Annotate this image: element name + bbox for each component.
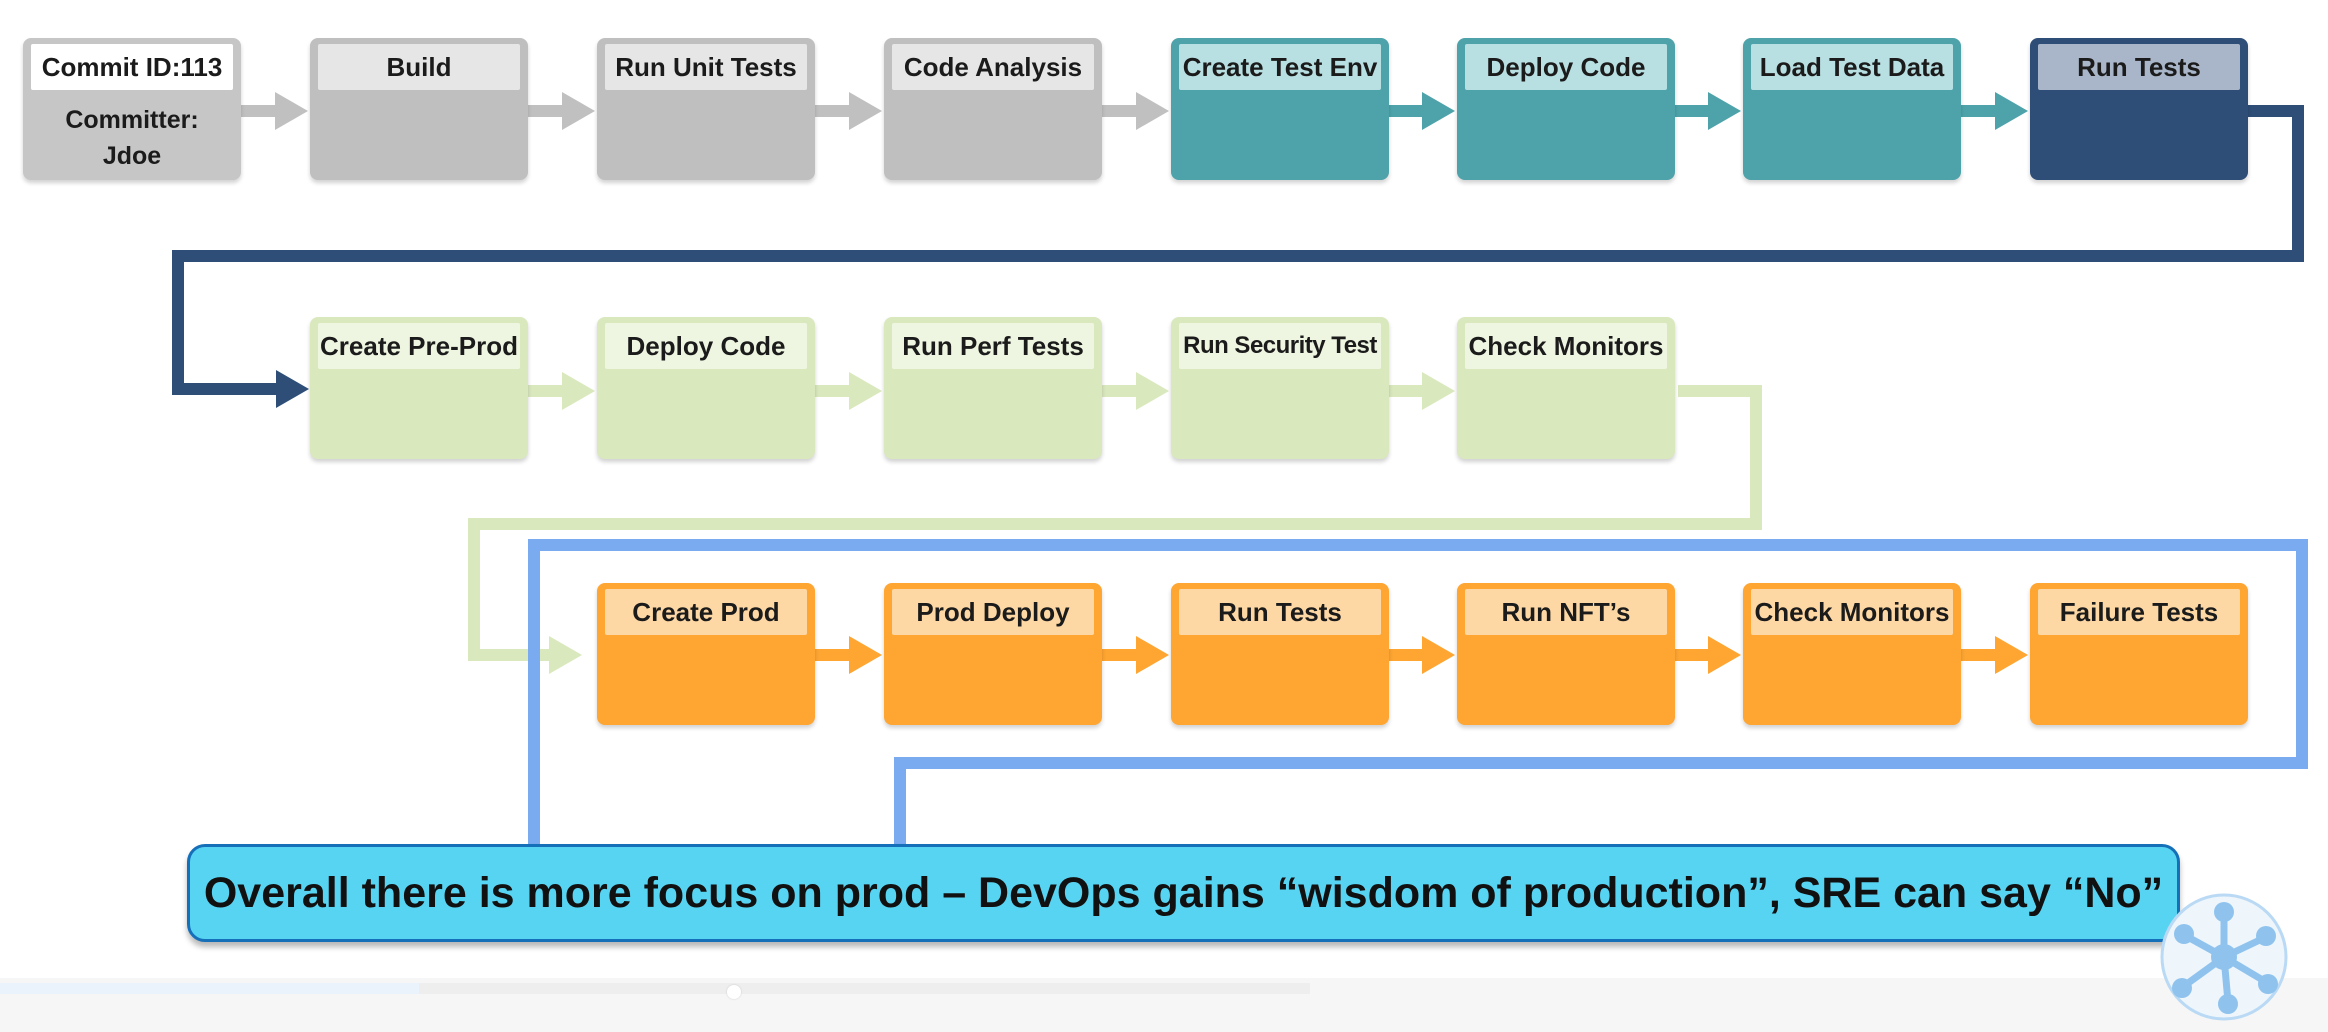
arrow-head	[849, 372, 882, 410]
arrow-head	[1708, 636, 1741, 674]
summary-callout: Overall there is more focus on prod – De…	[187, 844, 2180, 942]
stage-failure-tests: Failure Tests	[2030, 583, 2248, 725]
stage-label: Run Unit Tests	[605, 44, 807, 90]
stage-create-pre-prod: Create Pre-Prod	[310, 317, 528, 459]
arrow-head	[849, 92, 882, 130]
stage-check-monitors-preprod: Check Monitors	[1457, 317, 1675, 459]
stage-deploy-code-preprod: Deploy Code	[597, 317, 815, 459]
arrow-head	[1995, 636, 2028, 674]
stage-label: Build	[318, 44, 520, 90]
stage-label: Deploy Code	[605, 323, 807, 369]
arrow-head	[849, 636, 882, 674]
arrow-head	[1422, 372, 1455, 410]
wrap-arrow-head-lime	[549, 636, 582, 674]
wrap-connector-navy	[172, 105, 2304, 395]
stage-label: Check Monitors	[1465, 323, 1667, 369]
stage-run-nfts: Run NFT’s	[1457, 583, 1675, 725]
arrow-head	[1136, 372, 1169, 410]
arrow-head	[1136, 636, 1169, 674]
stage-label: Create Pre-Prod	[318, 323, 520, 369]
stage-run-unit-tests: Run Unit Tests	[597, 38, 815, 180]
wrap-arrow-head-navy	[276, 370, 309, 408]
arrow-head	[1995, 92, 2028, 130]
stage-load-test-data: Load Test Data	[1743, 38, 1961, 180]
stage-create-prod: Create Prod	[597, 583, 815, 725]
stage-label: Commit ID:113	[31, 44, 233, 90]
summary-callout-text: Overall there is more focus on prod – De…	[203, 868, 2164, 917]
progress-bar-fill	[0, 983, 420, 994]
stage-label: Code Analysis	[892, 44, 1094, 90]
stage-run-tests-prod: Run Tests	[1171, 583, 1389, 725]
stage-label: Check Monitors	[1751, 589, 1953, 635]
arrow-head	[1136, 92, 1169, 130]
progress-handle[interactable]	[726, 985, 741, 999]
stage-details: Committer: Jdoe	[23, 96, 241, 180]
stage-label: Failure Tests	[2038, 589, 2240, 635]
stage-run-perf-tests: Run Perf Tests	[884, 317, 1102, 459]
stage-label: Prod Deploy	[892, 589, 1094, 635]
stage-label: Create Prod	[605, 589, 807, 635]
arrow-head	[1422, 92, 1455, 130]
progress-bar[interactable]	[0, 983, 1310, 994]
arrow-head	[1422, 636, 1455, 674]
stage-code-analysis: Code Analysis	[884, 38, 1102, 180]
stage-deploy-code-test: Deploy Code	[1457, 38, 1675, 180]
stage-prod-deploy: Prod Deploy	[884, 583, 1102, 725]
wrap-connector-lime	[468, 385, 1762, 661]
stage-create-test-env: Create Test Env	[1171, 38, 1389, 180]
arrow-head	[562, 92, 595, 130]
stage-detail-line: Jdoe	[102, 142, 162, 170]
stage-detail-line: Committer:	[65, 106, 199, 134]
stage-label: Create Test Env	[1179, 44, 1381, 90]
stage-label: Deploy Code	[1465, 44, 1667, 90]
arrow-head	[562, 372, 595, 410]
stage-build: Build	[310, 38, 528, 180]
stage-label: Run Tests	[2038, 44, 2240, 90]
stage-label: Run Tests	[1179, 589, 1381, 635]
stage-run-tests-test: Run Tests	[2030, 38, 2248, 180]
stage-label: Run NFT’s	[1465, 589, 1667, 635]
stage-label: Load Test Data	[1751, 44, 1953, 90]
network-node-logo-icon	[2160, 893, 2288, 1021]
arrow-head	[1708, 92, 1741, 130]
stage-check-monitors-prod: Check Monitors	[1743, 583, 1961, 725]
stage-run-security-test: Run Security Test	[1171, 317, 1389, 459]
stage-label: Run Security Test	[1179, 323, 1381, 369]
arrow-head	[275, 92, 308, 130]
production-highlight-outline	[528, 539, 2308, 850]
stage-label: Run Perf Tests	[892, 323, 1094, 369]
